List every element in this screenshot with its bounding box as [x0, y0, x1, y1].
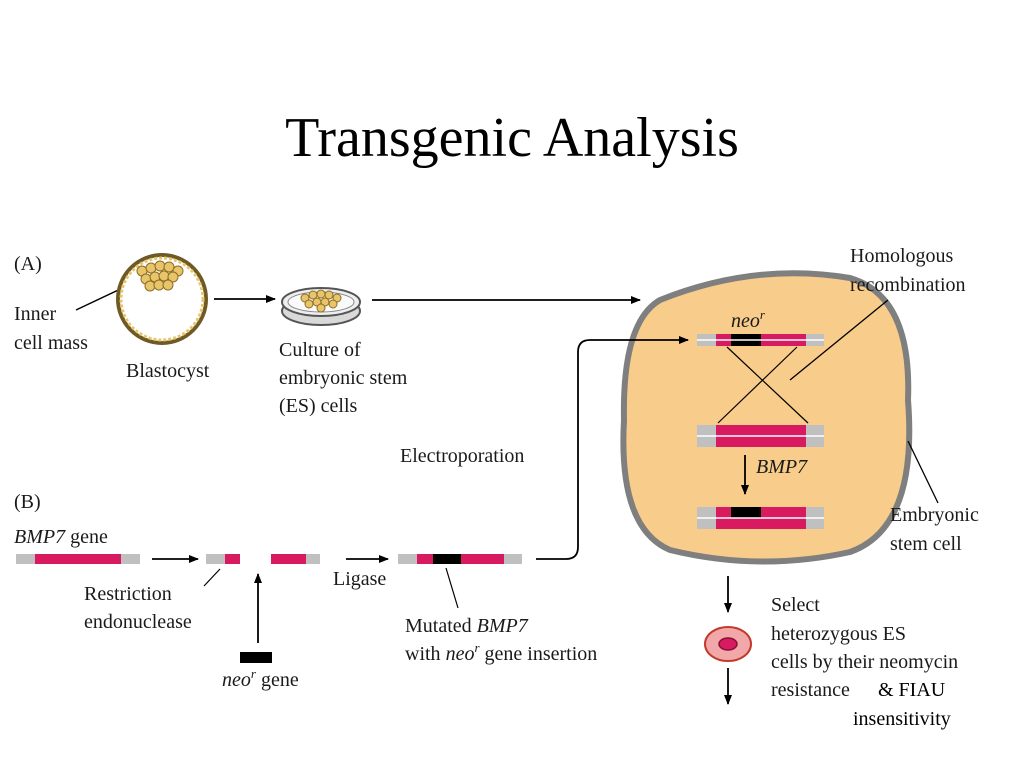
panel-b-label: (B) — [14, 491, 41, 513]
culture-label-line1: Culture of — [279, 339, 361, 361]
restriction-label-line2: endonuclease — [84, 611, 192, 633]
restriction-fragment-left — [206, 554, 240, 564]
crossover-line-2 — [717, 346, 798, 424]
mutated-label-line2: with neor gene insertion — [405, 640, 597, 665]
bmp7-gene-label: BMP7 gene — [14, 526, 108, 548]
fiau-label-line2: insensitivity — [853, 708, 951, 730]
embryonic-stem-cell-body — [620, 270, 913, 565]
embryonic-label-line1: Embryonic — [890, 504, 979, 526]
neo-gene-label: neor gene — [222, 666, 299, 691]
dna-middle-wildtype — [697, 425, 824, 447]
culture-label-line2: embryonic stem — [279, 367, 408, 389]
select-label-line2: heterozygous ES — [771, 623, 906, 645]
homologous-label-line1: Homologous — [850, 245, 954, 267]
bmp7-gene-bar — [16, 554, 140, 564]
dna-top-neo-insert — [697, 334, 824, 346]
select-label-line3: cells by their neomycin — [771, 651, 958, 673]
homologous-label-line2: recombination — [850, 274, 966, 296]
mutated-bmp7-bar — [398, 554, 522, 564]
cell-bmp7-label: BMP7 — [756, 456, 808, 478]
cell-neo-label: neor — [731, 307, 766, 332]
page-title: Transgenic Analysis — [285, 107, 739, 169]
embryonic-label-line2: stem cell — [890, 533, 962, 555]
homologous-leader — [789, 299, 889, 381]
crossover-line-1 — [726, 346, 809, 424]
neo-gene-bar — [240, 652, 272, 663]
blastocyst-icon — [116, 253, 208, 345]
select-label-line1: Select — [771, 594, 820, 616]
fiau-label-line1: & FIAU — [878, 679, 946, 701]
panel-a-label: (A) — [14, 253, 42, 275]
dna-bottom-heterozygous — [697, 507, 824, 529]
ligase-label: Ligase — [333, 568, 386, 590]
arrow-electroporation — [536, 336, 689, 560]
blastocyst-label: Blastocyst — [126, 360, 210, 382]
selected-es-cell-icon — [704, 626, 752, 662]
culture-label-line3: (ES) cells — [279, 395, 358, 417]
restriction-label-line1: Restriction — [84, 583, 172, 605]
mutated-label-line1: Mutated BMP7 — [405, 615, 529, 637]
culture-dish-icon — [281, 287, 361, 326]
restriction-fragment-right — [271, 554, 320, 564]
inner-cell-mass-label-line2: cell mass — [14, 332, 88, 354]
electroporation-label: Electroporation — [400, 445, 524, 467]
select-label-line4: resistance — [771, 679, 850, 701]
embryonic-leader — [907, 440, 939, 504]
inner-cell-mass-label-line1: Inner — [14, 303, 57, 325]
mutated-leader — [445, 567, 459, 609]
restriction-leader — [203, 568, 221, 587]
